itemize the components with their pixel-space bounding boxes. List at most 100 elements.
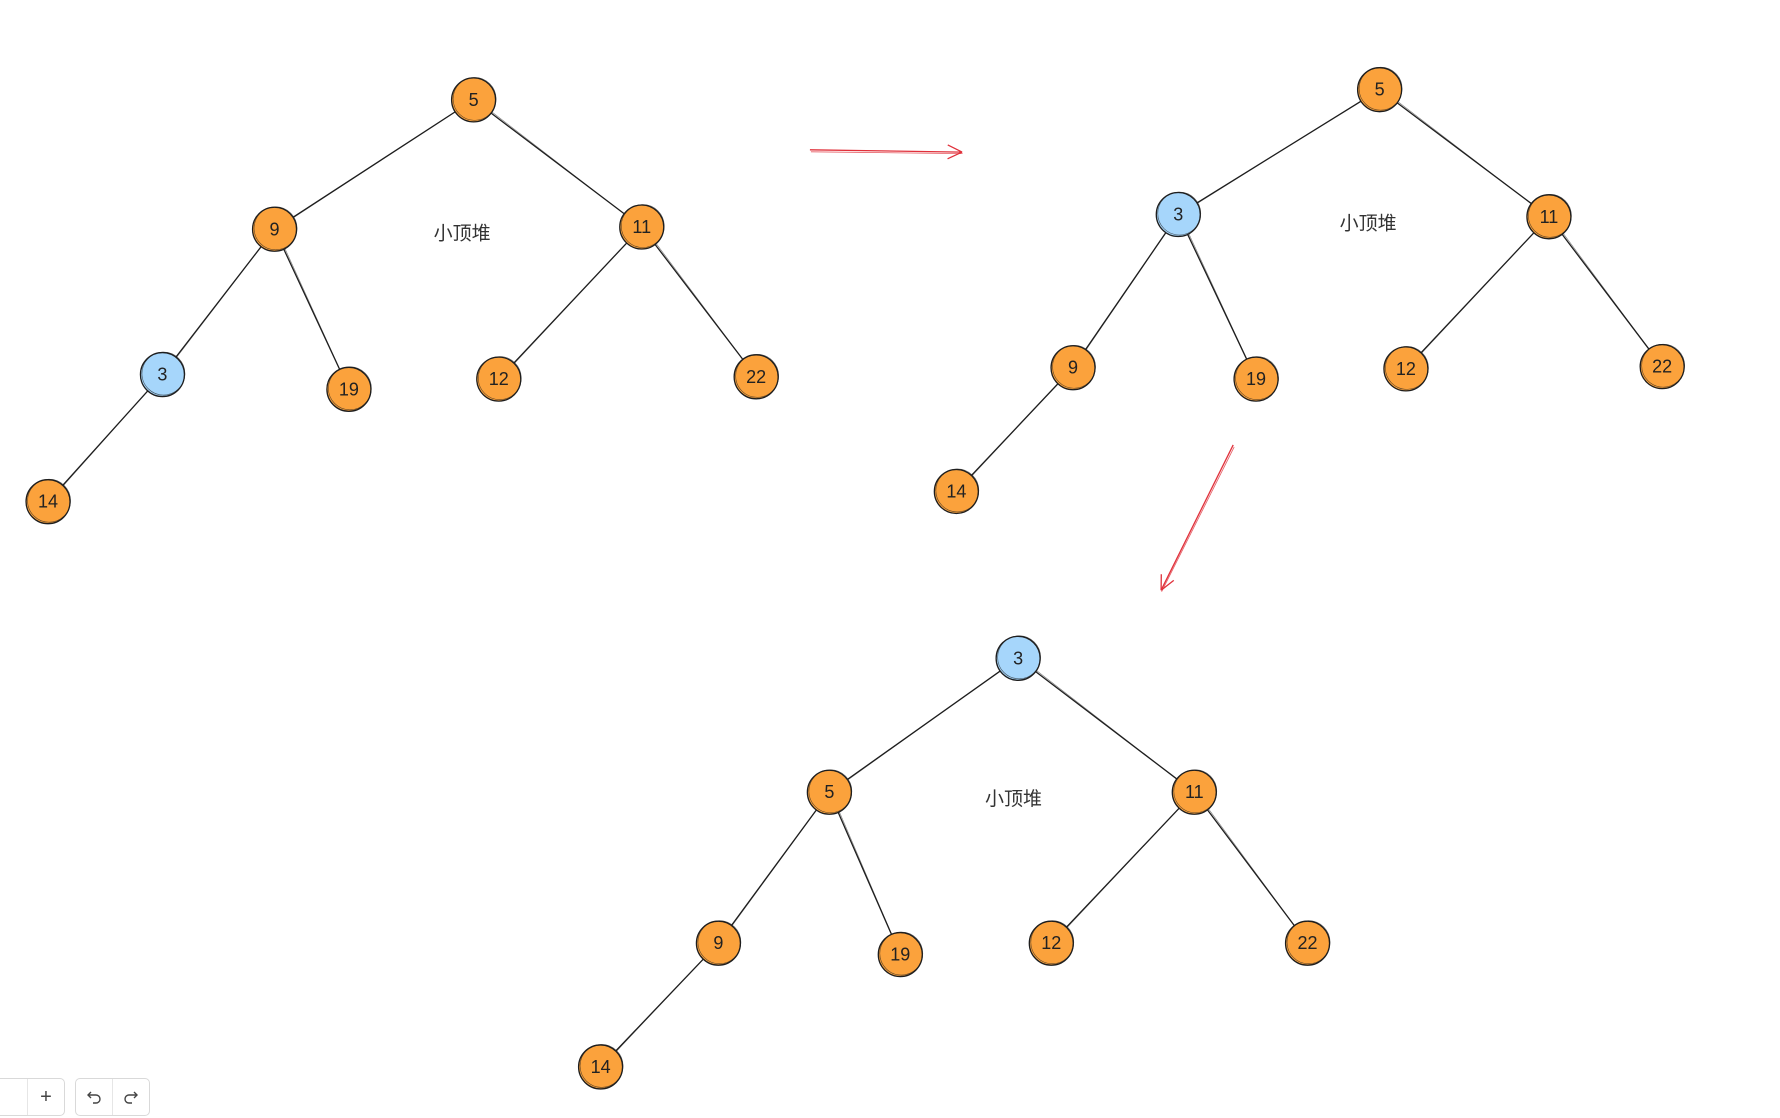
node-circle bbox=[1050, 345, 1096, 391]
canvas-toolbar: + bbox=[0, 1078, 150, 1116]
heap-caption: 小顶堆 bbox=[985, 788, 1042, 810]
node-circle bbox=[806, 769, 853, 815]
tree-node[interactable]: 12 bbox=[1028, 920, 1075, 966]
tree-edge-sketch bbox=[971, 382, 1060, 477]
arrows-layer bbox=[809, 144, 1235, 592]
node-circle bbox=[1155, 191, 1201, 238]
undo-icon bbox=[87, 1091, 101, 1104]
node-circle-sketch bbox=[808, 769, 853, 814]
tree-final: 3 5 11 9 19 12 22 14 bbox=[577, 635, 1331, 1090]
edges-layer bbox=[62, 100, 1650, 1052]
node-circle-sketch bbox=[620, 204, 665, 248]
tree-edge-sketch bbox=[847, 669, 1002, 781]
node-circle-sketch bbox=[253, 206, 298, 251]
tree-node[interactable]: 3 bbox=[139, 351, 186, 398]
node-circle bbox=[1284, 920, 1331, 966]
node-label: 9 bbox=[270, 219, 280, 239]
node-label: 22 bbox=[1652, 357, 1672, 377]
tree-node[interactable]: 22 bbox=[1639, 343, 1685, 390]
tree-node[interactable]: 22 bbox=[1284, 920, 1331, 966]
tree-node[interactable]: 14 bbox=[577, 1044, 624, 1090]
node-label: 14 bbox=[38, 492, 58, 512]
undo-button[interactable] bbox=[76, 1079, 112, 1115]
history-group bbox=[75, 1078, 150, 1116]
tree-node[interactable]: 22 bbox=[733, 354, 779, 400]
node-circle-sketch bbox=[328, 366, 372, 411]
node-circle bbox=[1233, 356, 1279, 402]
minus-button[interactable] bbox=[0, 1079, 27, 1115]
node-label: 11 bbox=[1185, 782, 1204, 802]
tree-edge-sketch bbox=[1562, 233, 1650, 350]
tree-edge-sketch bbox=[1197, 100, 1363, 204]
node-label: 14 bbox=[591, 1057, 611, 1077]
node-circle bbox=[695, 920, 742, 966]
tree-node[interactable]: 9 bbox=[1050, 344, 1096, 391]
node-circle-sketch bbox=[141, 351, 186, 396]
add-button[interactable]: + bbox=[27, 1079, 64, 1115]
node-circle-sketch bbox=[477, 356, 522, 400]
tree-edge-sketch bbox=[491, 111, 625, 215]
tree-edge-sketch bbox=[616, 957, 705, 1052]
node-label: 3 bbox=[1173, 205, 1183, 225]
node-circle-sketch bbox=[1235, 356, 1279, 400]
captions-layer: 小顶堆小顶堆小顶堆 bbox=[434, 212, 1397, 809]
tree-node[interactable]: 14 bbox=[25, 478, 71, 525]
node-label: 19 bbox=[1246, 369, 1266, 389]
node-circle bbox=[933, 468, 979, 515]
tree-node[interactable]: 12 bbox=[476, 356, 522, 402]
tree-edge bbox=[1084, 232, 1167, 350]
tree-node[interactable]: 19 bbox=[877, 931, 924, 978]
node-label: 11 bbox=[1540, 207, 1559, 227]
tree-node[interactable]: 3 bbox=[995, 635, 1041, 681]
tree-node[interactable]: 19 bbox=[326, 366, 372, 412]
node-label: 3 bbox=[1013, 648, 1023, 668]
tree-edge-sketch bbox=[1421, 231, 1536, 354]
node-label: 5 bbox=[824, 782, 834, 802]
node-label: 5 bbox=[1375, 80, 1385, 100]
tree-edge-sketch bbox=[1085, 231, 1168, 351]
node-circle-sketch bbox=[1641, 343, 1685, 388]
tree-node[interactable]: 5 bbox=[1356, 66, 1403, 113]
node-circle bbox=[1356, 67, 1403, 113]
tree-edge-sketch bbox=[1036, 670, 1178, 780]
tree-node[interactable]: 11 bbox=[619, 204, 665, 250]
tree-node[interactable]: 11 bbox=[1171, 769, 1218, 815]
tree-node[interactable]: 9 bbox=[251, 206, 298, 252]
node-circle-sketch bbox=[1173, 769, 1218, 814]
node-circle-sketch bbox=[1528, 193, 1572, 238]
node-circle-sketch bbox=[1052, 344, 1096, 389]
node-label: 9 bbox=[1068, 358, 1078, 378]
tree-edge-sketch bbox=[655, 243, 744, 361]
tree-edge-sketch bbox=[731, 808, 818, 927]
node-circle bbox=[139, 351, 186, 398]
tree-node[interactable]: 12 bbox=[1383, 346, 1429, 392]
tree-edge bbox=[837, 812, 893, 935]
tree-node[interactable]: 5 bbox=[806, 769, 853, 815]
node-circle bbox=[476, 356, 522, 402]
tree-node[interactable]: 19 bbox=[1233, 356, 1279, 402]
node-label: 11 bbox=[632, 217, 651, 237]
node-label: 12 bbox=[1041, 933, 1061, 953]
tree-edge-sketch bbox=[63, 389, 149, 487]
node-circle bbox=[326, 366, 372, 412]
tree-node[interactable]: 14 bbox=[933, 468, 980, 515]
node-circle-sketch bbox=[879, 931, 924, 976]
node-circle-sketch bbox=[1030, 920, 1075, 965]
node-label: 9 bbox=[713, 933, 723, 953]
node-circle bbox=[1526, 194, 1572, 240]
node-circle-sketch bbox=[935, 468, 980, 513]
tree-edge bbox=[654, 244, 744, 360]
node-circle bbox=[1028, 920, 1074, 966]
node-circle-sketch bbox=[1157, 191, 1202, 236]
heap-caption: 小顶堆 bbox=[434, 223, 491, 245]
tree-node[interactable]: 9 bbox=[695, 920, 742, 966]
redo-button[interactable] bbox=[112, 1079, 149, 1115]
tree-node[interactable]: 3 bbox=[1155, 191, 1202, 238]
tree-node[interactable]: 5 bbox=[450, 77, 497, 123]
add-group: + bbox=[0, 1078, 65, 1116]
node-circle bbox=[251, 206, 298, 252]
tree-node[interactable]: 11 bbox=[1526, 193, 1572, 240]
node-label: 12 bbox=[489, 369, 509, 389]
node-circle bbox=[619, 204, 665, 250]
tree-after-first-swap: 5 3 11 9 19 12 22 14 bbox=[933, 66, 1685, 515]
